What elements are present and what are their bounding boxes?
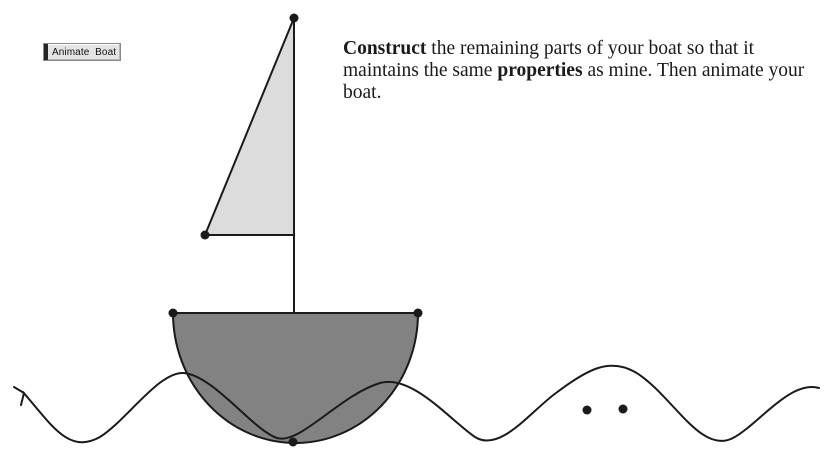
instructions-segment-2: as mine. Then animate your boat. [343, 60, 805, 103]
wave-point[interactable] [582, 405, 592, 415]
instructions-bold-properties: properties [497, 60, 583, 81]
hull-right-point[interactable] [413, 308, 423, 318]
sail [204, 17, 295, 236]
water-wave [22, 364, 820, 444]
free-point[interactable] [618, 404, 628, 414]
instructions-bold-construct: Construct [343, 38, 427, 59]
instructions-text: Construct the remaining parts of your bo… [343, 38, 813, 104]
wave-arrow-icon [13, 386, 25, 406]
mast-top-point[interactable] [289, 13, 299, 23]
button-handle[interactable] [44, 44, 48, 60]
hull-bottom-point[interactable] [288, 437, 298, 447]
animate-boat-label[interactable]: Animate Boat [52, 46, 117, 58]
instructions-segment-1: the remaining parts of your boat so that… [343, 38, 755, 81]
animate-boat-button[interactable]: Animate Boat [43, 43, 122, 61]
hull [172, 312, 419, 444]
hull-left-point[interactable] [168, 308, 178, 318]
sail-corner-point[interactable] [200, 230, 210, 240]
